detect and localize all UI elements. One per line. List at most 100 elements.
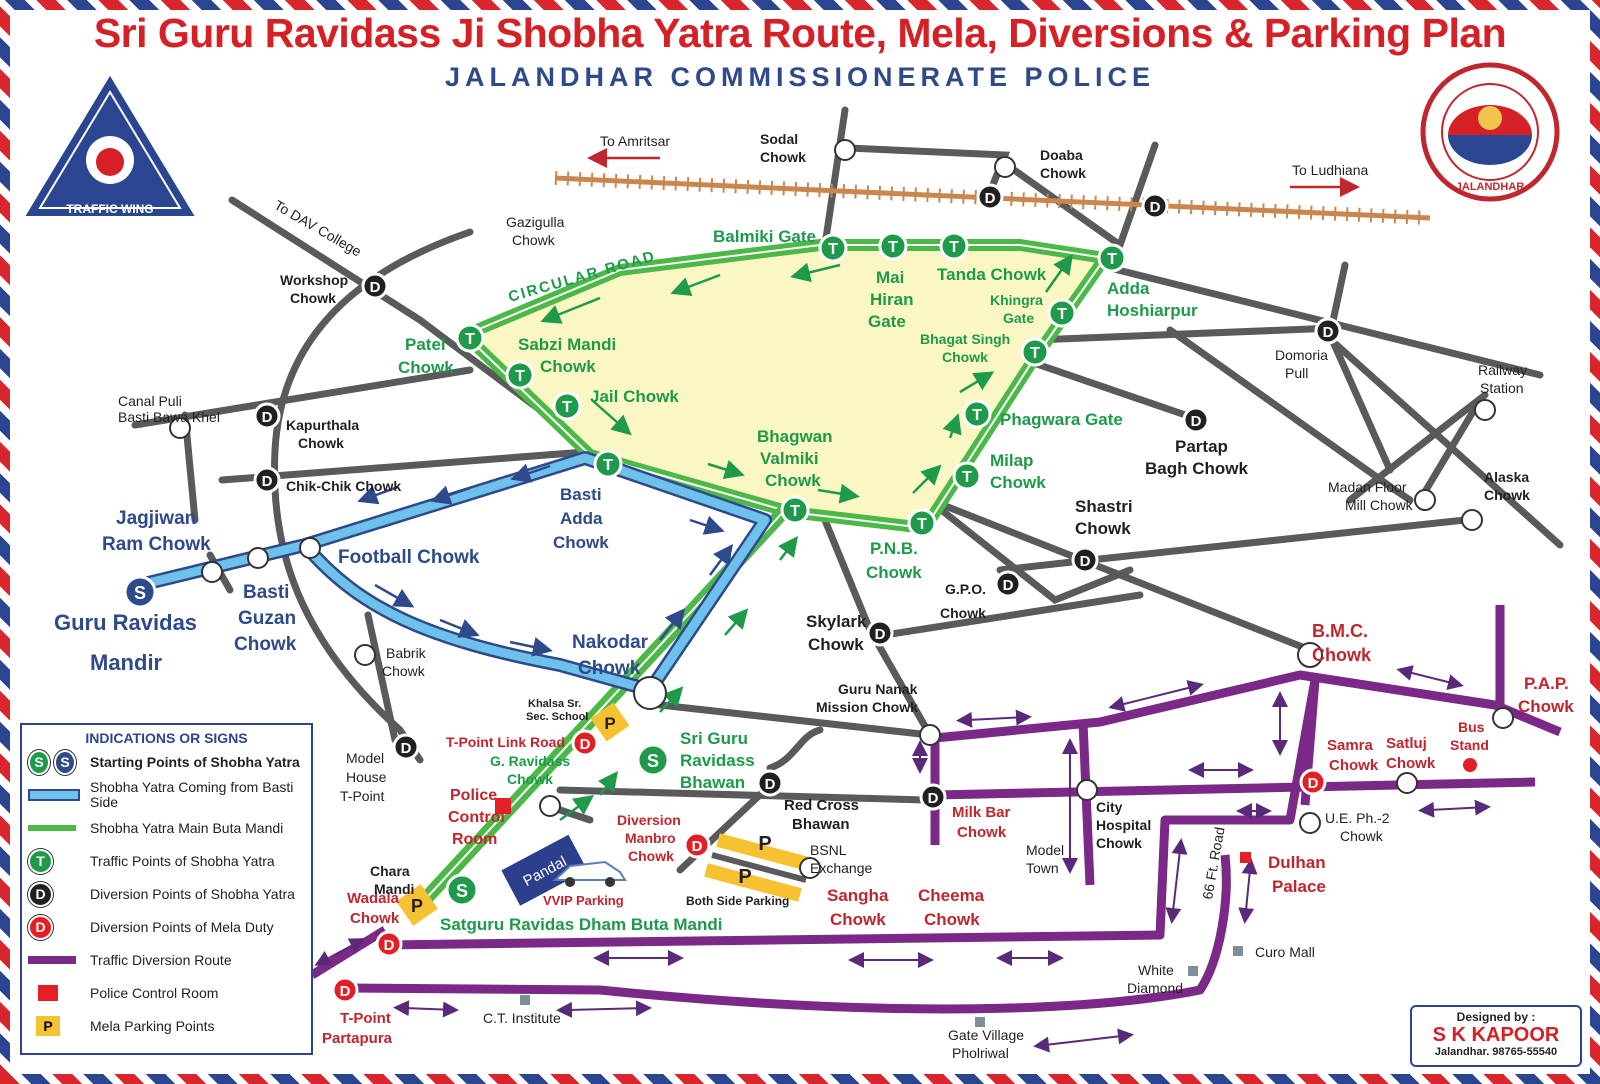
- traffic-point-bhagat-singh: T: [1020, 337, 1050, 367]
- svg-text:Pull: Pull: [1285, 365, 1308, 381]
- page-title: Sri Guru Ravidass Ji Shobha Yatra Route,…: [93, 10, 1507, 56]
- traffic-point-adda-hoshiarpur: T: [1097, 243, 1127, 273]
- diversion-gpo: D: [994, 570, 1022, 598]
- police-control-room-marker: [495, 798, 511, 814]
- svg-text:D: D: [985, 190, 996, 207]
- svg-text:D: D: [1191, 413, 1202, 430]
- svg-text:Chowk: Chowk: [1096, 835, 1142, 851]
- svg-text:D: D: [1080, 553, 1091, 570]
- svg-text:JALANDHAR: JALANDHAR: [1456, 181, 1525, 193]
- svg-text:Football Chowk: Football Chowk: [338, 547, 480, 568]
- traffic-point-sabzi-mandi: T: [505, 360, 535, 390]
- svg-text:T: T: [1107, 251, 1117, 268]
- traffic-point-milap: T: [952, 461, 982, 491]
- svg-text:Gate Village: Gate Village: [948, 1027, 1024, 1043]
- svg-text:D: D: [1003, 577, 1014, 594]
- svg-text:P: P: [738, 866, 751, 888]
- diversion-partapura: D: [331, 976, 359, 1004]
- diversion-kapurthala: D: [253, 402, 281, 430]
- traffic-point-balmiki-gate: T: [818, 233, 848, 263]
- legend-title: INDICATIONS OR SIGNS: [85, 730, 248, 746]
- legend-item-traffic: T Traffic Points of Shobha Yatra: [28, 846, 308, 876]
- svg-text:T: T: [562, 399, 572, 416]
- svg-text:Both Side Parking: Both Side Parking: [686, 894, 789, 908]
- svg-text:Room: Room: [452, 831, 497, 848]
- svg-text:T: T: [790, 503, 800, 520]
- svg-text:C.T. Institute: C.T. Institute: [483, 1010, 561, 1026]
- svg-text:Bus: Bus: [1458, 719, 1485, 735]
- svg-text:P.N.B.: P.N.B.: [870, 539, 918, 558]
- svg-text:Chowk: Chowk: [942, 349, 988, 365]
- diversion-domoria: D: [1314, 317, 1342, 345]
- svg-text:City: City: [1096, 799, 1123, 815]
- svg-text:Khalsa Sr.: Khalsa Sr.: [528, 698, 581, 710]
- svg-text:Kapurthala: Kapurthala: [286, 417, 359, 433]
- svg-text:TRAFFIC WING: TRAFFIC WING: [66, 202, 153, 216]
- svg-text:Chowk: Chowk: [290, 290, 336, 306]
- parking-points: P P P P: [396, 702, 772, 926]
- svg-text:T: T: [972, 407, 982, 424]
- svg-text:Chowk: Chowk: [1484, 487, 1530, 503]
- svg-text:Chowk: Chowk: [1312, 645, 1372, 665]
- svg-text:Bhagwan: Bhagwan: [757, 427, 833, 446]
- commissionerate-of-police-logo: JALANDHAR: [1420, 62, 1560, 202]
- svg-text:Chowk: Chowk: [350, 910, 400, 927]
- svg-text:Nakodar: Nakodar: [572, 632, 649, 653]
- svg-text:Palace: Palace: [1272, 877, 1326, 896]
- svg-text:Chowk: Chowk: [924, 910, 980, 929]
- svg-text:Gate: Gate: [1003, 310, 1034, 326]
- svg-text:Chowk: Chowk: [578, 658, 641, 679]
- diversion-manbro: D: [683, 831, 711, 859]
- svg-text:Hiran: Hiran: [870, 290, 913, 309]
- svg-text:Canal Puli: Canal Puli: [118, 393, 182, 409]
- svg-text:Phagwara Gate: Phagwara Gate: [1000, 410, 1123, 429]
- legend-item-blue-route: Shobha Yatra Coming from Basti Side: [28, 780, 308, 810]
- svg-text:Sabzi Mandi: Sabzi Mandi: [518, 335, 616, 354]
- diversion-t-point-link: D: [571, 729, 599, 757]
- ct-institute-marker: [520, 995, 530, 1005]
- svg-text:BSNL: BSNL: [810, 842, 847, 858]
- svg-text:Basti: Basti: [560, 485, 602, 504]
- road-labels: To Amritsar To Ludhiana To DAV College S…: [118, 131, 1530, 1061]
- start-points: S S S: [123, 575, 670, 907]
- svg-text:Chowk: Chowk: [808, 635, 864, 654]
- svg-text:To Amritsar: To Amritsar: [600, 133, 670, 149]
- svg-text:Khingra: Khingra: [990, 292, 1043, 308]
- svg-text:G.P.O.: G.P.O.: [945, 581, 986, 597]
- svg-text:D: D: [692, 838, 703, 855]
- traffic-point-patel: T: [455, 323, 485, 353]
- diversion-railway-east: D: [1141, 192, 1169, 220]
- diversion-points-mela: D D D D D: [331, 729, 1327, 1004]
- svg-text:Domoria: Domoria: [1275, 347, 1328, 363]
- svg-text:Guzan: Guzan: [238, 608, 296, 629]
- svg-text:S: S: [134, 583, 146, 603]
- svg-text:D: D: [1323, 324, 1334, 341]
- diversion-d-black-icon: D: [28, 881, 80, 907]
- traffic-point-basti-adda: T: [593, 449, 623, 479]
- svg-text:Bhagat Singh: Bhagat Singh: [920, 331, 1010, 347]
- svg-text:Chowk: Chowk: [512, 232, 556, 248]
- svg-text:Sec. School: Sec. School: [526, 711, 588, 723]
- svg-text:Mill Chowk: Mill Chowk: [1345, 497, 1414, 513]
- svg-text:Milk Bar: Milk Bar: [952, 804, 1011, 821]
- svg-text:Partap: Partap: [1175, 437, 1228, 456]
- svg-text:Town: Town: [1026, 860, 1059, 876]
- svg-text:T: T: [465, 331, 475, 348]
- pandal: Pandal: [498, 832, 590, 909]
- svg-text:P.A.P.: P.A.P.: [1524, 674, 1569, 693]
- svg-text:Chowk: Chowk: [540, 357, 596, 376]
- svg-text:Bhawan: Bhawan: [792, 816, 850, 833]
- diversion-skylark: D: [866, 619, 894, 647]
- svg-text:P: P: [604, 714, 615, 733]
- svg-text:Mandir: Mandir: [90, 650, 163, 675]
- svg-text:Chowk: Chowk: [760, 149, 806, 165]
- bus-stand-marker: [1463, 758, 1477, 772]
- diversion-shastri: D: [1071, 546, 1099, 574]
- gate-village-marker: [975, 1017, 985, 1027]
- parking-both-side-1: P: [758, 833, 771, 855]
- designed-by-label: Designed by :: [1456, 1010, 1536, 1024]
- svg-text:Sodal: Sodal: [760, 131, 798, 147]
- svg-text:Chowk: Chowk: [1075, 519, 1131, 538]
